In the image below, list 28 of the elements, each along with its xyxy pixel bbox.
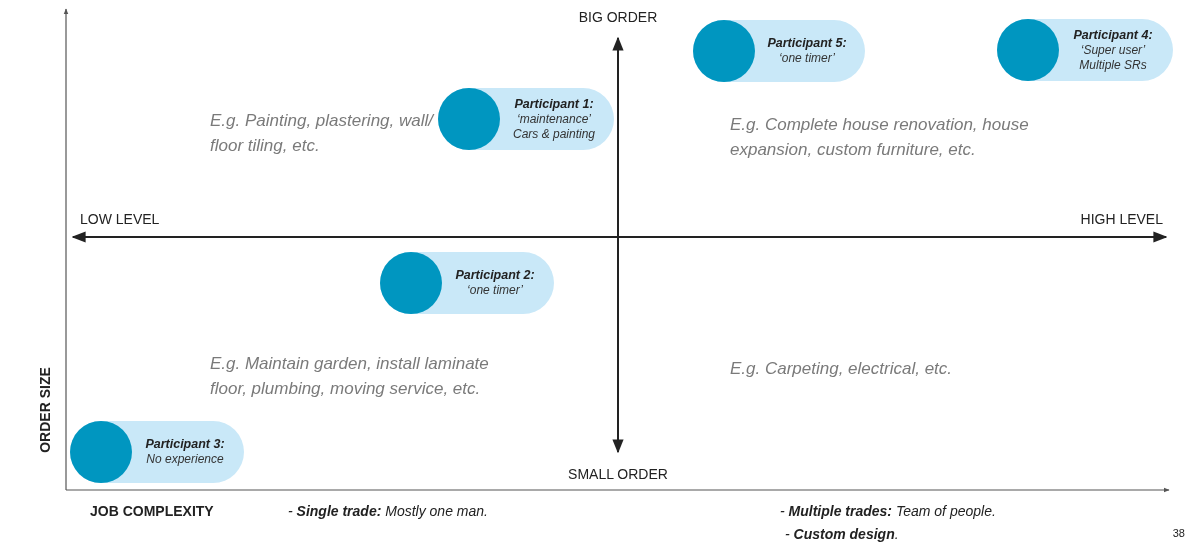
participant-name: Participant 1: (514, 96, 594, 112)
axis-label: SMALL ORDER (567, 466, 669, 482)
participant-note: No experience (146, 452, 224, 467)
participant-note: Multiple SRs (1079, 57, 1147, 73)
note-text: - Multiple trades: Team of people. (780, 503, 997, 519)
example-text: E.g. Carpeting, electrical, etc. (730, 358, 954, 380)
participant-note: Cars & painting (512, 126, 595, 142)
page-number: 38 (1171, 527, 1185, 539)
example-text: E.g. Maintain garden, install laminate floor, plumbing, moving service, etc. (210, 353, 490, 400)
example-text: E.g. Painting, plastering, wall/ floor tiling, etc. (210, 110, 436, 157)
participant-note: ‘Super user’ (1080, 42, 1146, 58)
participant-note: ‘maintenance’ (516, 111, 591, 127)
participant-pill (70, 421, 244, 483)
participant-pill (438, 88, 614, 150)
participant-name: Participant 2: (455, 268, 535, 283)
axis-label: LOW LEVEL (80, 211, 161, 227)
participant-name: Participant 5: (767, 36, 847, 51)
participant-name: Participant 4: (1073, 27, 1153, 43)
note-text: - Custom design. (785, 526, 900, 542)
axis-title: ORDER SIZE (37, 366, 53, 455)
participant-note: ‘one timer’ (779, 51, 835, 66)
participant-name: Participant 3: (145, 437, 225, 452)
axis-label: BIG ORDER (577, 9, 659, 25)
note-text: - Single trade: Mostly one man. (288, 503, 489, 519)
participant-note: ‘one timer’ (467, 283, 523, 298)
axis-title: JOB COMPLEXITY (90, 503, 215, 519)
example-text: E.g. Complete house renovation, house expansion, custom furniture, etc. (730, 114, 1030, 161)
axis-label: HIGH LEVEL (1079, 211, 1163, 227)
